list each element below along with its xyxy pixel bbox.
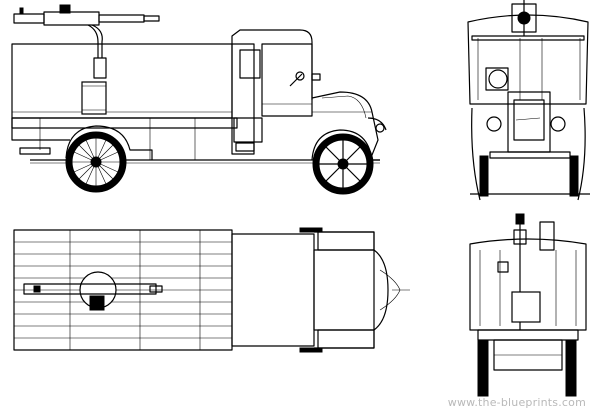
side-front-wheel xyxy=(312,133,374,195)
side-view xyxy=(11,4,387,195)
side-rear-fender xyxy=(65,125,153,160)
side-rear-wheel xyxy=(65,131,127,193)
rear-view xyxy=(469,213,587,397)
side-cargo-body xyxy=(11,43,233,119)
watermark-text: www.the-blueprints.com xyxy=(447,396,586,409)
side-cab xyxy=(231,29,321,155)
side-machine-gun xyxy=(13,4,160,115)
top-view xyxy=(13,227,410,353)
side-hood xyxy=(311,91,387,161)
front-view xyxy=(467,0,590,201)
